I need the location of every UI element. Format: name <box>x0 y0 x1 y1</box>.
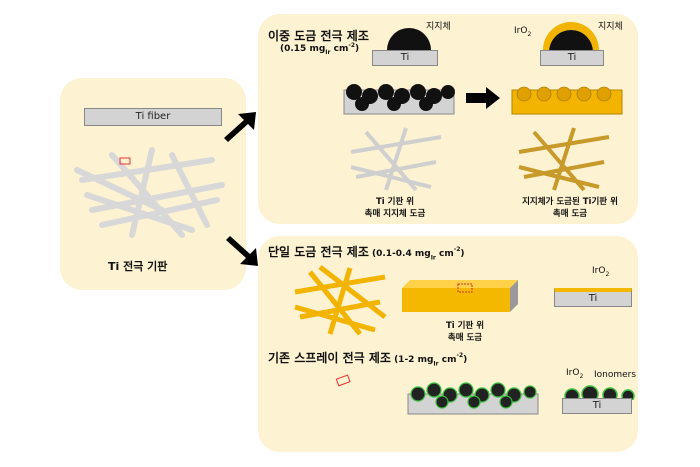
spray-coated-substrate <box>407 382 539 415</box>
dual-loading: (0.15 mgIr cm-2) <box>280 42 360 56</box>
spray-title: 기존 스프레이 전극 제조 (1-2 mgIr cm-2) <box>268 351 468 368</box>
ti-fiber-label: Ti fiber <box>135 111 171 122</box>
catalyst-coated-substrate <box>511 86 623 115</box>
single-title: 단일 도금 전극 제조 (0.1-0.4 mgIr cm-2) <box>268 245 465 262</box>
iro2-label: IrO2 <box>514 26 532 38</box>
ti-layer-right: Ti <box>540 50 604 66</box>
arrow-up-right-icon <box>224 112 256 142</box>
support-particle <box>387 28 431 50</box>
gold-fiber-mesh <box>518 127 610 192</box>
single-plating-panel <box>258 236 638 452</box>
spray-marker <box>335 374 351 387</box>
arrow-down-right-icon <box>226 236 258 266</box>
support-coated-substrate <box>343 84 455 115</box>
iro2-label-single: IrO2 <box>592 266 610 278</box>
coated-support-particle <box>543 22 599 52</box>
dual-title: 이중 도금 전극 제조 <box>268 29 369 43</box>
ti-layer-single: Ti <box>554 288 632 307</box>
ionomer-label: Ionomers <box>594 370 637 380</box>
gold-fiber-mesh-single <box>294 265 387 336</box>
ti-substrate-title: Ti 전극 기판 <box>108 260 168 273</box>
ti-fiber-mesh <box>74 147 225 238</box>
support-label-right: 지지체 <box>598 22 623 32</box>
support-label: 지지체 <box>426 22 451 32</box>
iro2-label-spray: IrO2 <box>566 368 584 380</box>
ti-layer: Ti <box>372 50 438 66</box>
gray-fiber-mesh <box>350 127 442 192</box>
gold-fiber-bar <box>402 280 518 312</box>
ti-layer-spray: Ti <box>562 398 632 414</box>
ionomer-particles <box>564 385 635 400</box>
ti-fiber-bar: Ti fiber <box>84 108 222 126</box>
arrow-right-icon <box>466 87 500 109</box>
